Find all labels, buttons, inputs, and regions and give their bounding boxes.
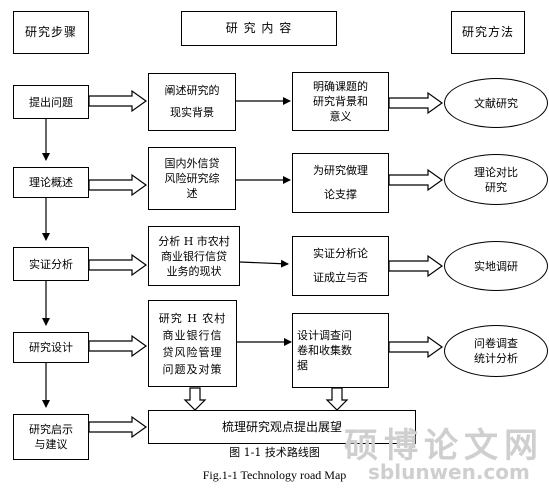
method-oval-questionnaire-statistics: 问卷调查 统计分析 xyxy=(444,325,548,377)
step-box-research-design: 研究设计 xyxy=(13,332,89,363)
header-research-content: 研 究 内 容 xyxy=(181,11,337,46)
conclusion-box: 梳理研究观点提出展望 xyxy=(148,410,416,444)
method-oval-literature: 文献研究 xyxy=(444,78,548,128)
hollow-arrows-steps-to-content xyxy=(88,89,148,439)
watermark-cn: 硕博论文网 xyxy=(344,426,544,466)
figure-caption-cn: 图 1-1 技术路线图 xyxy=(229,446,320,459)
method-oval-field-research: 实地调研 xyxy=(444,241,548,291)
hollow-arrows-to-conclusion xyxy=(183,387,349,411)
figure-caption-en: Fig.1-1 Technology road Map xyxy=(202,468,347,482)
step-box-theory-overview: 理论概述 xyxy=(13,167,89,198)
header-research-steps: 研究步骤 xyxy=(13,11,89,54)
method-oval-theory-comparison: 理论对比 研究 xyxy=(444,154,548,205)
content-box-significance: 明确课题的 研究背景和 意义 xyxy=(292,72,389,131)
content-box-current-status: 分析 H 市农村 商业银行信贷 业务的现状 xyxy=(148,226,240,286)
step-box-implications: 研究启示 与建议 xyxy=(13,414,89,460)
content-box-background: 阐述研究的 现实背景 xyxy=(148,73,236,131)
watermark-en: sblunwen.com xyxy=(368,460,530,484)
hollow-arrows-content-to-methods xyxy=(388,91,444,359)
content-box-theoretical-support: 为研究做理 论支撑 xyxy=(292,153,389,213)
step-box-empirical-analysis: 实证分析 xyxy=(13,247,89,281)
content-box-questionnaire-design: 设计调查问 卷和收集数 据 xyxy=(292,313,389,388)
step-box-raise-question: 提出问题 xyxy=(13,85,89,119)
content-box-empirical-verification: 实证分析论 证成立与否 xyxy=(292,236,389,296)
content-box-problems-countermeasures: 研究 H 农村 商业银行信 贷风险管理 问题及对策 xyxy=(148,300,237,387)
content-box-literature-review: 国内外信贷 风险研究综 述 xyxy=(148,147,236,210)
header-research-methods: 研究方法 xyxy=(451,11,525,54)
